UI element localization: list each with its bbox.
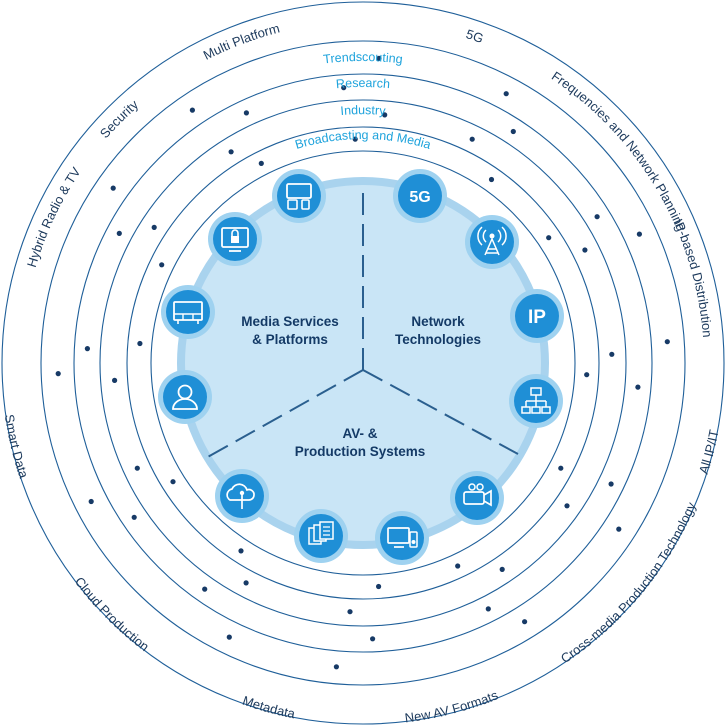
outer-label-security: Security	[97, 97, 142, 142]
ring-dot	[88, 498, 94, 505]
outer-label-metadata: Metadata	[241, 693, 297, 722]
fiveg-icon: 5G	[393, 169, 447, 223]
ring-dot	[382, 112, 388, 118]
ring-dot	[608, 481, 614, 487]
ring-dot	[84, 346, 90, 352]
ring-dot	[609, 351, 615, 357]
ring-dot	[488, 176, 495, 183]
sector-media-line1: Media Services	[241, 314, 339, 329]
ring-line-4	[126, 126, 600, 600]
ring-dot	[243, 580, 249, 586]
ring-dot	[546, 235, 552, 241]
user-icon	[158, 370, 212, 424]
ring-dot	[170, 479, 176, 485]
outer-label-frequencies: Frequencies and Network Planning	[549, 68, 689, 233]
outer-label-5g: 5G	[464, 26, 485, 46]
ring-label-trendscouting: Trendscouting	[323, 50, 404, 67]
ring-dot	[134, 465, 140, 471]
ring-dots	[55, 55, 670, 670]
ring-dot	[664, 339, 670, 345]
ring-dot	[137, 340, 143, 347]
ring-dot	[333, 664, 339, 670]
network-icon	[509, 374, 563, 428]
ring-dot	[376, 583, 382, 590]
sector-network-title: Network Technologies	[395, 314, 481, 347]
outer-label-ip-distribution: IP-based Distribution	[670, 216, 715, 338]
sector-network-line2: Technologies	[395, 332, 481, 347]
outer-label-multi-platform: Multi Platform	[201, 20, 281, 62]
topic-icons: 5G IP	[158, 169, 564, 565]
ring-dot	[110, 185, 116, 191]
ring-dot	[202, 586, 208, 592]
ring-label-industry: Industry	[340, 103, 387, 118]
ring-dot	[510, 128, 516, 135]
ring-dot	[503, 91, 509, 97]
documents-icon	[294, 509, 348, 563]
ring-dot	[131, 514, 137, 520]
ring-dot	[112, 377, 118, 383]
ring-dot	[582, 247, 588, 253]
ring-dot	[151, 224, 157, 230]
cloud-icon	[215, 469, 269, 523]
ring-dot	[238, 548, 244, 554]
ring-label-research: Research	[335, 76, 390, 91]
ring-dot	[189, 107, 195, 113]
sector-av-line1: AV- &	[342, 426, 377, 441]
ring-dot	[116, 230, 122, 236]
sector-media-title: Media Services & Platforms	[241, 314, 339, 347]
ring-dot	[226, 634, 232, 640]
ring-dot	[636, 231, 643, 237]
camera-icon	[450, 471, 504, 525]
outer-label-smart-data: Smart Data	[2, 413, 32, 480]
ring-dot	[370, 636, 376, 642]
outer-label-cross-media: Cross-media Production Technology	[558, 500, 699, 667]
ring-dot	[616, 526, 622, 532]
ring-dot	[594, 214, 600, 220]
ring-dot	[485, 606, 491, 612]
ring-dot	[341, 85, 347, 91]
ring-dot	[258, 160, 264, 166]
video-wall-icon	[161, 285, 215, 339]
ring-line-3	[99, 99, 627, 627]
ring-dot	[564, 503, 570, 509]
ring-line-1	[40, 40, 686, 686]
ring-dot	[55, 371, 61, 377]
ip-icon: IP	[510, 289, 564, 343]
ring-line-5	[150, 150, 576, 576]
sector-network-line1: Network	[411, 314, 465, 329]
ring-dot	[347, 609, 353, 615]
ring-dot	[376, 55, 382, 62]
ip-icon-glyph: IP	[528, 307, 546, 328]
ring-dot	[499, 566, 505, 573]
devices-icon	[272, 169, 326, 223]
ring-line-2	[73, 73, 653, 653]
sector-av-line2: Production Systems	[295, 444, 426, 459]
ring-dot	[558, 465, 564, 471]
ring-dot	[159, 262, 165, 268]
ring-dot	[584, 372, 590, 378]
ring-labels: Broadcasting and Media Industry Research…	[293, 50, 432, 152]
monitor-speaker-icon	[375, 511, 429, 565]
antenna-icon	[465, 215, 519, 269]
ring-dot	[635, 384, 641, 390]
ring-dot	[352, 136, 358, 142]
outer-label-all-ip: All IP/IT	[696, 428, 722, 475]
sector-av-title: AV- & Production Systems	[295, 426, 426, 459]
outer-label-new-av: New AV Formats	[404, 687, 501, 725]
sector-media-line2: & Platforms	[252, 332, 328, 347]
ring-dot	[469, 136, 475, 142]
ring-dot	[228, 149, 234, 155]
ring-dot	[455, 563, 461, 569]
fiveg-icon-glyph: 5G	[409, 189, 430, 206]
ring-dot	[522, 619, 528, 625]
lock-screen-icon	[208, 212, 262, 266]
outer-label-cloud-production: Cloud Production	[72, 574, 152, 654]
ring-dot	[243, 110, 249, 116]
